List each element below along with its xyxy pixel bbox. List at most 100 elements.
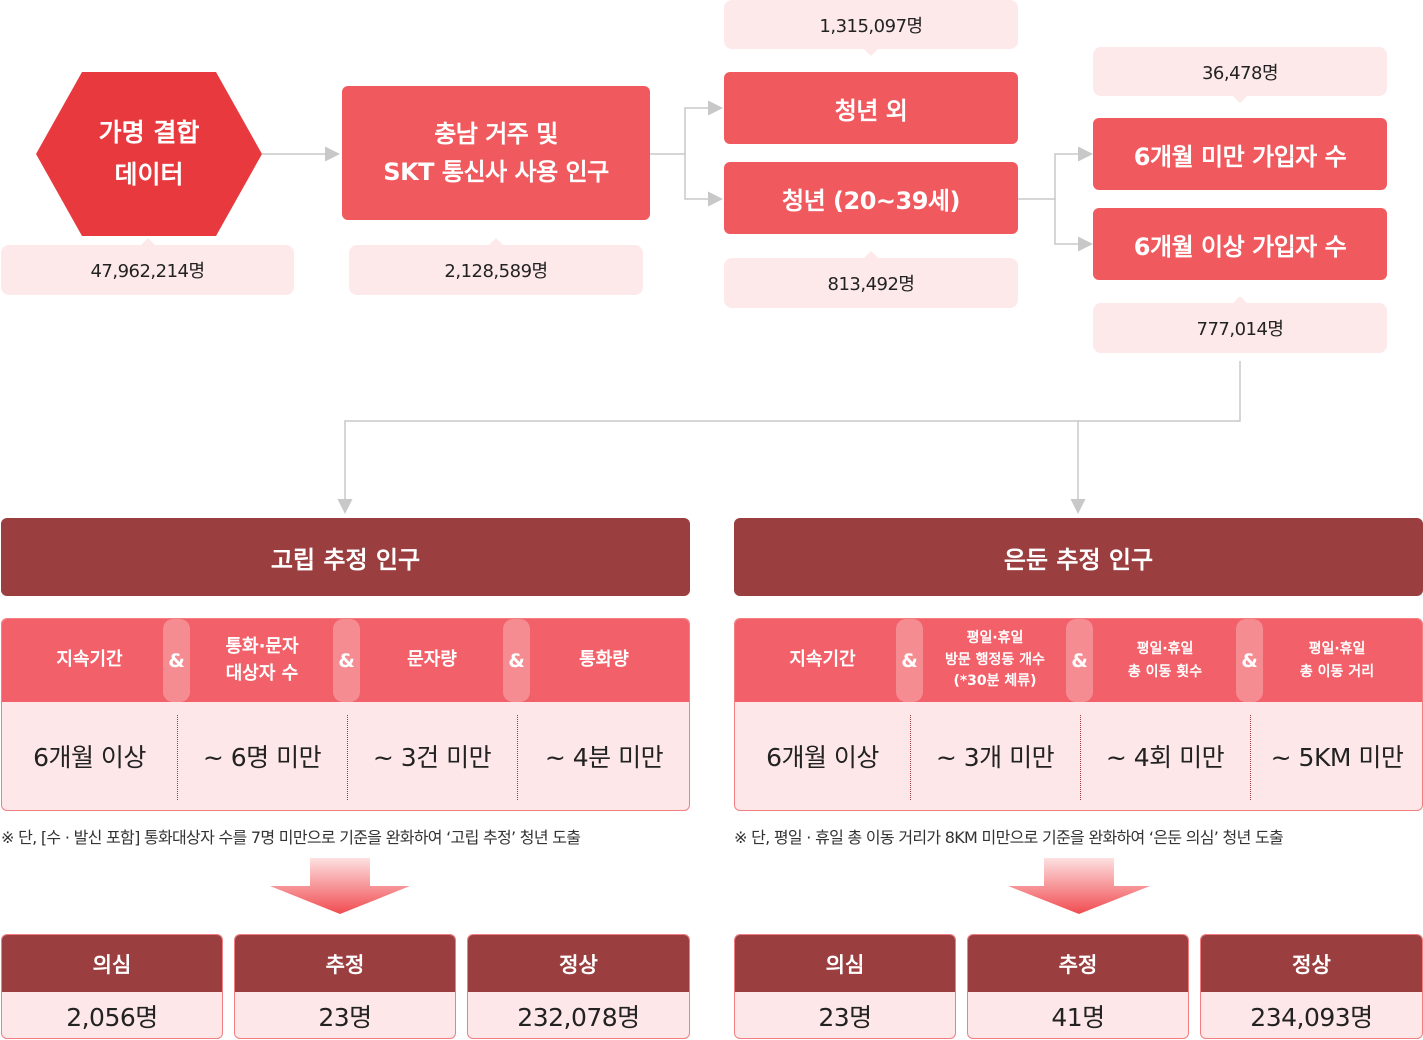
result-label: 의심 bbox=[2, 935, 222, 992]
reclusive-value-distance: ~ 5KM 미만 bbox=[1250, 702, 1422, 810]
column-divider bbox=[1080, 715, 1081, 800]
youth-count: 813,492명 bbox=[724, 251, 1018, 308]
header-text: 평일·휴일 bbox=[966, 629, 1024, 646]
result-label: 추정 bbox=[968, 935, 1188, 992]
value-text: 6개월 이상 bbox=[766, 743, 879, 772]
over-6m-label: 6개월 이상 가입자 수 bbox=[1133, 232, 1347, 261]
reclusive-title: 은둔 추정 인구 bbox=[734, 518, 1423, 596]
over-6m-count: 777,014명 bbox=[1093, 296, 1387, 353]
amp-text: & bbox=[338, 649, 355, 672]
result-label: 의심 bbox=[735, 935, 955, 992]
column-divider bbox=[177, 715, 178, 800]
reclusive-header-districts: 평일·휴일 방문 행정동 개수 (*30분 체류) bbox=[910, 619, 1080, 702]
amp-badge: & bbox=[163, 619, 190, 702]
result-label: 정상 bbox=[468, 935, 689, 992]
isolated-result-estimated: 추정 23명 bbox=[234, 934, 456, 1039]
header-text: 총 이동 거리 bbox=[1299, 663, 1375, 680]
value-text: ~ 4분 미만 bbox=[544, 743, 664, 772]
amp-badge: & bbox=[896, 619, 923, 702]
non-youth-count-text: 1,315,097명 bbox=[819, 15, 923, 37]
header-text: 평일·휴일 bbox=[1308, 641, 1366, 658]
region-node: 충남 거주 및 SKT 통신사 사용 인구 bbox=[342, 86, 650, 220]
youth-label: 청년 (20~39세) bbox=[782, 186, 960, 215]
reclusive-result-normal: 정상 234,093명 bbox=[1200, 934, 1423, 1039]
isolated-header-sms: 문자량 bbox=[347, 619, 517, 702]
result-value: 2,056명 bbox=[66, 1002, 158, 1032]
result-value: 23명 bbox=[818, 1002, 872, 1032]
amp-text: & bbox=[168, 649, 185, 672]
value-text: ~ 6명 미만 bbox=[202, 743, 322, 772]
header-text: 방문 행정동 개수 bbox=[945, 651, 1045, 668]
header-text: 지속기간 bbox=[789, 649, 856, 671]
value-text: ~ 4회 미만 bbox=[1105, 743, 1225, 772]
amp-text: & bbox=[901, 649, 918, 672]
reclusive-result-estimated: 추정 41명 bbox=[967, 934, 1189, 1039]
header-text: 총 이동 횟수 bbox=[1127, 663, 1203, 680]
region-count-text: 2,128,589명 bbox=[444, 261, 548, 282]
isolated-criteria-table: 지속기간 통화·문자 대상자 수 문자량 통화량 & & & 6개월 이상 ~ … bbox=[1, 618, 690, 811]
under-6m-count: 36,478명 bbox=[1093, 47, 1387, 103]
amp-badge: & bbox=[1066, 619, 1093, 702]
column-divider bbox=[910, 715, 911, 800]
arrow-to-non-youth bbox=[650, 100, 723, 155]
source-node: 가명 결합 데이터 bbox=[36, 72, 262, 236]
header-text: 지속기간 bbox=[56, 649, 123, 671]
reclusive-note: ※ 단, 평일 · 휴일 총 이동 거리가 8KM 미만으로 기준을 완화하여 … bbox=[734, 828, 1284, 847]
under-6m-node: 6개월 미만 가입자 수 bbox=[1093, 118, 1387, 190]
arrow-to-under-6m bbox=[1018, 146, 1093, 200]
under-6m-count-text: 36,478명 bbox=[1201, 62, 1279, 84]
value-text: ~ 5KM 미만 bbox=[1270, 743, 1404, 772]
result-value: 232,078명 bbox=[517, 1002, 640, 1032]
column-divider bbox=[1250, 715, 1251, 800]
amp-text: & bbox=[508, 649, 525, 672]
reclusive-result-suspect: 의심 23명 bbox=[734, 934, 956, 1039]
isolated-value-duration: 6개월 이상 bbox=[2, 702, 177, 810]
amp-text: & bbox=[1071, 649, 1088, 672]
arrow-to-over-6m bbox=[1054, 199, 1093, 252]
region-label-line2: SKT 통신사 사용 인구 bbox=[383, 158, 609, 186]
reclusive-value-trips: ~ 4회 미만 bbox=[1080, 702, 1250, 810]
non-youth-node: 청년 외 bbox=[724, 72, 1018, 144]
header-text: 대상자 수 bbox=[225, 662, 299, 684]
header-text: 평일·휴일 bbox=[1136, 641, 1194, 658]
arrow-to-isolated bbox=[337, 361, 1241, 514]
amp-text: & bbox=[1241, 649, 1258, 672]
header-text: 통화·문자 bbox=[225, 636, 299, 658]
value-text: 6개월 이상 bbox=[33, 743, 146, 772]
source-count: 47,962,214명 bbox=[1, 238, 294, 295]
amp-badge: & bbox=[1236, 619, 1263, 702]
result-label: 추정 bbox=[235, 935, 455, 992]
result-value: 234,093명 bbox=[1250, 1002, 1373, 1032]
amp-badge: & bbox=[333, 619, 360, 702]
isolated-value-calls: ~ 4분 미만 bbox=[517, 702, 689, 810]
over-6m-node: 6개월 이상 가입자 수 bbox=[1093, 208, 1387, 280]
under-6m-label: 6개월 미만 가입자 수 bbox=[1133, 142, 1347, 171]
isolated-header-calls: 통화량 bbox=[517, 619, 689, 702]
isolated-note: ※ 단, [수 · 발신 포함] 통화대상자 수를 7명 미만으로 기준을 완화… bbox=[1, 828, 581, 847]
isolated-header-contacts: 통화·문자 대상자 수 bbox=[177, 619, 347, 702]
isolated-header-duration: 지속기간 bbox=[2, 619, 177, 702]
source-label-line2: 데이터 bbox=[114, 160, 184, 189]
non-youth-label: 청년 외 bbox=[834, 96, 908, 125]
value-text: ~ 3개 미만 bbox=[935, 743, 1055, 772]
reclusive-title-text: 은둔 추정 인구 bbox=[1003, 545, 1154, 574]
amp-badge: & bbox=[503, 619, 530, 702]
column-divider bbox=[347, 715, 348, 800]
source-count-text: 47,962,214명 bbox=[90, 261, 205, 282]
header-text: 통화량 bbox=[579, 649, 629, 671]
reclusive-header-trips: 평일·휴일 총 이동 횟수 bbox=[1080, 619, 1250, 702]
value-text: ~ 3건 미만 bbox=[372, 743, 492, 772]
reclusive-value-duration: 6개월 이상 bbox=[735, 702, 910, 810]
result-value: 23명 bbox=[318, 1002, 372, 1032]
isolated-result-suspect: 의심 2,056명 bbox=[1, 934, 223, 1039]
isolated-value-sms: ~ 3건 미만 bbox=[347, 702, 517, 810]
header-text: 문자량 bbox=[407, 649, 457, 671]
reclusive-header-distance: 평일·휴일 총 이동 거리 bbox=[1250, 619, 1422, 702]
non-youth-count: 1,315,097명 bbox=[724, 0, 1018, 56]
region-label-line1: 충남 거주 및 bbox=[434, 119, 558, 148]
column-divider bbox=[517, 715, 518, 800]
arrow-to-youth bbox=[684, 154, 723, 207]
hexagon-shape bbox=[36, 72, 262, 236]
down-arrow-reclusive bbox=[1008, 858, 1150, 914]
